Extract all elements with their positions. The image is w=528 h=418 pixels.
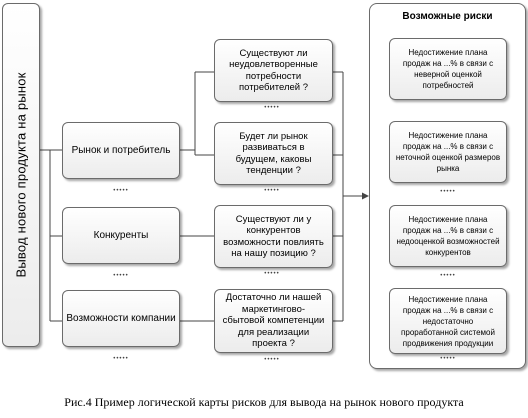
product-launch-bar: Вывод нового продукта на рынок xyxy=(2,3,40,347)
continuation-mark: ••••• xyxy=(440,273,456,279)
continuation-mark: ••••• xyxy=(264,188,280,194)
risks-panel: Возможные риски Недостижение плана прода… xyxy=(369,3,526,369)
question-marketing-competence: Достаточно ли нашей маркетингово-сбытово… xyxy=(214,289,333,353)
factor-label: Возможности компании xyxy=(66,312,176,324)
risk-label: Недостижение плана продаж на ...% в связ… xyxy=(395,131,501,173)
continuation-mark: ••••• xyxy=(264,271,280,277)
factor-company-capabilities: Возможности компании xyxy=(62,290,180,347)
risk-item: Недостижение плана продаж на ...% в связ… xyxy=(389,205,507,267)
factor-market-consumer: Рынок и потребитель xyxy=(62,122,180,179)
risk-item: Недостижение плана продаж на ...% в связ… xyxy=(389,121,507,183)
continuation-mark: ••••• xyxy=(440,356,456,362)
question-label: Существуют ли неудовлетворенные потребно… xyxy=(229,47,318,94)
risk-label: Недостижение плана продаж на ...% в связ… xyxy=(396,215,500,257)
question-label: Достаточно ли нашей маркетингово-сбытово… xyxy=(222,292,325,350)
continuation-mark: ••••• xyxy=(440,189,456,195)
continuation-mark: ••••• xyxy=(264,357,280,363)
risk-label: Недостижение плана продаж на ...% в связ… xyxy=(402,48,494,90)
question-competitor-influence: Существуют ли у конкурентов возможности … xyxy=(214,205,333,268)
question-label: Существуют ли у конкурентов возможности … xyxy=(223,213,324,260)
factor-competitors: Конкуренты xyxy=(62,207,180,264)
continuation-mark: ••••• xyxy=(113,188,129,194)
figure-caption: Рис.4 Пример логической карты рисков для… xyxy=(64,395,464,409)
risks-panel-title: Возможные риски xyxy=(402,11,493,22)
risk-item: Недостижение плана продаж на ...% в связ… xyxy=(389,288,507,354)
question-unmet-needs: Существуют ли неудовлетворенные потребно… xyxy=(214,39,333,102)
continuation-mark: ••••• xyxy=(113,273,129,279)
factor-label: Конкуренты xyxy=(93,229,149,241)
factor-label: Рынок и потребитель xyxy=(71,144,171,156)
continuation-mark: ••••• xyxy=(264,105,280,111)
risk-label: Недостижение плана продаж на ...% в связ… xyxy=(401,294,495,348)
question-label: Будет ли рынок развиваться в будущем, ка… xyxy=(235,130,312,177)
product-launch-label: Вывод нового продукта на рынок xyxy=(13,72,29,278)
continuation-mark: ••••• xyxy=(113,356,129,362)
risk-item: Недостижение плана продаж на ...% в связ… xyxy=(389,38,507,100)
question-market-trends: Будет ли рынок развиваться в будущем, ка… xyxy=(214,122,333,185)
